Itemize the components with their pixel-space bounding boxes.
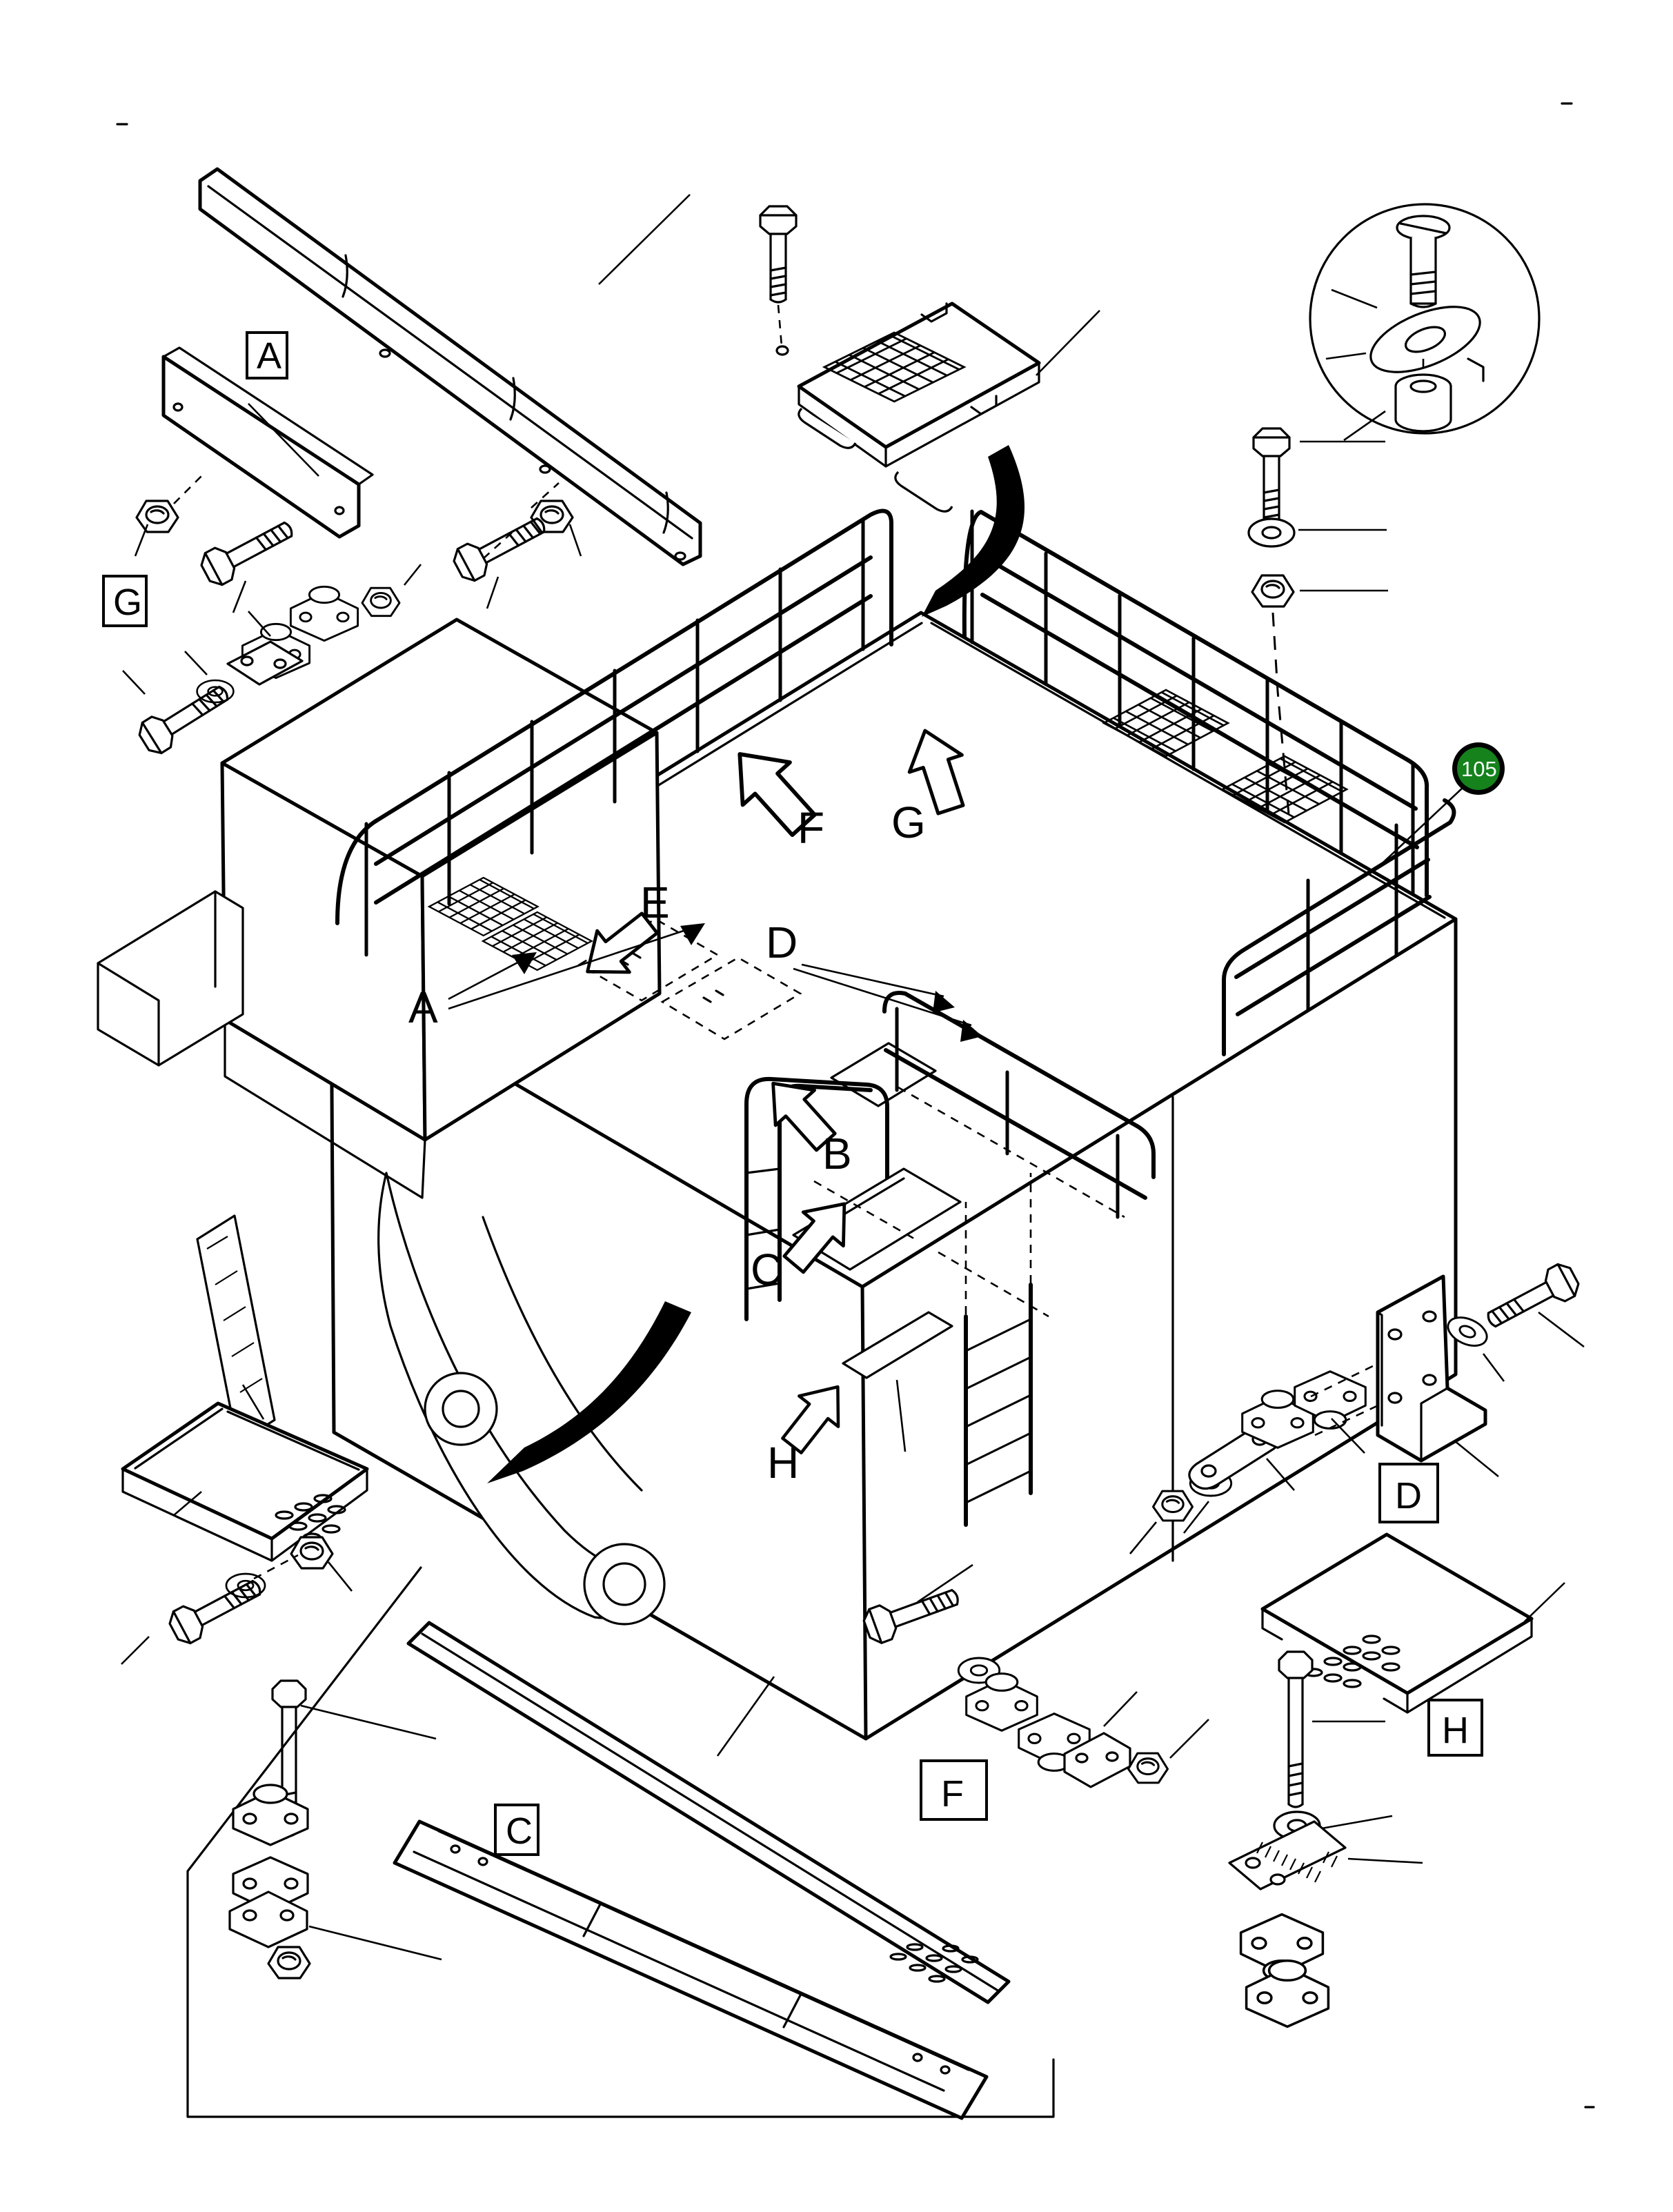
guard-panel-group-a: A xyxy=(134,167,702,613)
clamp-plate-icon xyxy=(228,1890,308,1948)
tray-perforations xyxy=(275,1494,346,1542)
boxed-label-c: C xyxy=(506,1810,533,1852)
sill-plate xyxy=(842,1311,953,1379)
bolt-icon xyxy=(759,205,798,304)
boxed-label-d: D xyxy=(1395,1475,1422,1517)
boxed-label-f: F xyxy=(941,1773,964,1815)
bolt-stack-right xyxy=(1247,427,1388,815)
pipe-clamp-icon xyxy=(289,585,359,642)
bolt-icon xyxy=(1252,427,1291,526)
bolt-icon xyxy=(860,1578,964,1648)
washer-icon xyxy=(1443,1311,1492,1352)
machine-body xyxy=(97,611,1458,1741)
view-letter-f: F xyxy=(798,803,824,853)
boxed-label-h-frame xyxy=(1427,1699,1483,1757)
boxed-label-g-frame xyxy=(102,575,148,627)
boxed-label-h: H xyxy=(1442,1710,1469,1751)
nut-icon xyxy=(1151,1490,1194,1522)
clamp-plate-icon xyxy=(226,640,304,686)
curved-arrow xyxy=(487,1301,691,1483)
detail-frame-c: C xyxy=(186,1566,1055,2120)
angle-bracket xyxy=(1376,1274,1487,1463)
tray-step-group xyxy=(121,1301,691,1665)
interior-railing-d xyxy=(882,991,1156,1219)
boxed-label-d-frame xyxy=(1378,1463,1439,1523)
view-letter-g: G xyxy=(891,798,926,847)
view-letter-a: A xyxy=(408,982,438,1032)
lock-nut-icon xyxy=(1127,1752,1169,1784)
bolt-icon xyxy=(164,1569,268,1649)
long-guard-panel xyxy=(198,167,702,566)
badge-circle xyxy=(1457,747,1500,790)
view-letter-d: D xyxy=(766,918,798,967)
long-bolt-icon xyxy=(1278,1650,1314,1808)
bolt-icon xyxy=(448,506,553,586)
plank-perforations xyxy=(889,1943,979,1983)
nut-icon xyxy=(290,1536,334,1570)
hatch-cover xyxy=(792,1167,962,1271)
view-callouts: F G E B C H A D xyxy=(408,722,982,1488)
badge-105: 105 xyxy=(1372,742,1505,873)
curved-arrow xyxy=(922,445,1025,617)
small-guard-panel xyxy=(161,355,361,539)
nut-icon xyxy=(530,500,574,533)
step-group-h: H xyxy=(1228,1532,1565,2028)
view-letter-c: C xyxy=(751,1245,782,1294)
view-letter-b: B xyxy=(822,1129,852,1178)
bolt-icon xyxy=(196,511,300,591)
clamp-group-f: F xyxy=(860,1563,1209,1821)
boxed-label-c-frame xyxy=(494,1804,539,1856)
badge-number: 105 xyxy=(1461,757,1497,781)
registration-marks xyxy=(116,102,1595,2109)
view-letter-h: H xyxy=(767,1438,799,1488)
deck-treads xyxy=(428,689,1348,1040)
view-letter-e: E xyxy=(640,878,670,927)
lock-nut-icon xyxy=(1251,574,1295,608)
nut-icon xyxy=(361,586,401,618)
bracket-group-d: D xyxy=(1129,1258,1585,1554)
side-chute xyxy=(97,890,244,1067)
serration-teeth xyxy=(1256,1841,1338,1883)
detail-circle xyxy=(1309,203,1541,435)
hinge-icon xyxy=(798,407,857,449)
clamp-group-g: G xyxy=(102,564,422,759)
washer-icon xyxy=(1247,517,1296,548)
boxed-label-f-frame xyxy=(920,1759,988,1821)
nut-icon xyxy=(267,1946,311,1979)
top-walkway-plate-group xyxy=(759,205,1100,617)
nut-icon xyxy=(135,500,179,533)
detail-circle-group xyxy=(1309,203,1541,442)
hinge-icon xyxy=(894,471,953,513)
bolt-icon xyxy=(1480,1258,1584,1339)
boxed-label-a: A xyxy=(257,335,281,377)
boxed-label-g: G xyxy=(113,582,142,623)
front-ladder xyxy=(842,1173,1033,1527)
boxed-label-a-frame xyxy=(246,331,288,379)
pipe-clamp-icon xyxy=(1245,1959,1330,2028)
